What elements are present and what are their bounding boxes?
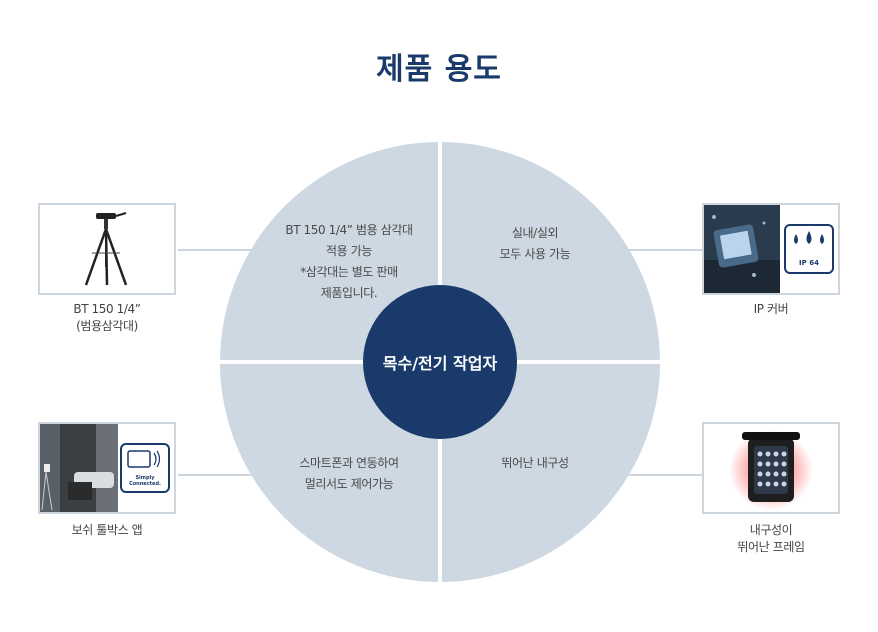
frame-image-box <box>702 422 840 514</box>
app-image-box: Simply Connected. <box>38 422 176 514</box>
connectivity-icon <box>127 450 161 468</box>
frame-caption: 내구성이 뛰어난 프레임 <box>702 522 840 556</box>
page-title: 제품 용도 <box>376 52 502 87</box>
simply-connected-label: Simply Connected. <box>122 475 168 487</box>
quadrant-text-line: 제품입니다. <box>320 286 378 300</box>
caption-line: 뛰어난 프레임 <box>737 540 805 554</box>
quadrant-text-line: 모두 사용 가능 <box>499 247 571 261</box>
tripod-caption: BT 150 1/4” (범용삼각대) <box>38 301 176 335</box>
quadrant-top-left: BT 150 1/4” 범용 삼각대 적용 가능 *삼각대는 별도 판매 제품입… <box>258 220 440 304</box>
rugged-frame-icon <box>729 430 813 510</box>
caption-line: BT 150 1/4” <box>73 302 141 316</box>
quadrant-bottom-right: 뛰어난 내구성 <box>450 453 620 474</box>
badge-text-line: Simply <box>135 475 155 481</box>
app-caption: 보쉬 툴박스 앱 <box>38 522 176 539</box>
caption-line: (범용삼각대) <box>76 319 138 333</box>
ip-cover-caption: IP 커버 <box>702 301 840 318</box>
center-circle <box>363 285 517 439</box>
quadrant-text-line: *삼각대는 별도 판매 <box>300 265 398 279</box>
quadrant-text-line: BT 150 1/4” 범용 삼각대 <box>285 223 413 237</box>
quadrant-text-line: 멀리서도 제어가능 <box>304 477 394 491</box>
tripod-icon <box>84 212 128 286</box>
quadrant-bottom-left: 스마트폰과 연동하여 멀리서도 제어가능 <box>258 453 440 495</box>
work-light-photo <box>704 205 780 293</box>
quadrant-top-right: 실내/실외 모두 사용 가능 <box>450 223 620 265</box>
ip-cover-image-box: IP 64 <box>702 203 840 295</box>
caption-line: 내구성이 <box>749 523 793 537</box>
water-drops-icon <box>794 231 824 244</box>
quadrant-text-line: 적용 가능 <box>326 244 372 258</box>
ip-badge: IP 64 <box>784 224 834 274</box>
quadrant-text-line: 뛰어난 내구성 <box>501 456 569 470</box>
tripod-image-box <box>38 203 176 295</box>
app-usage-photo <box>40 424 118 512</box>
center-label: 목수/전기 작업자 <box>382 354 498 373</box>
simply-connected-badge: Simply Connected. <box>120 443 170 493</box>
ip-rating-label: IP 64 <box>799 259 819 267</box>
caption-line: IP 커버 <box>753 302 789 316</box>
caption-line: 보쉬 툴박스 앱 <box>71 523 143 537</box>
quadrant-text-line: 스마트폰과 연동하여 <box>299 456 399 470</box>
quadrant-text-line: 실내/실외 <box>511 226 559 240</box>
badge-text-line: Connected. <box>129 481 161 487</box>
